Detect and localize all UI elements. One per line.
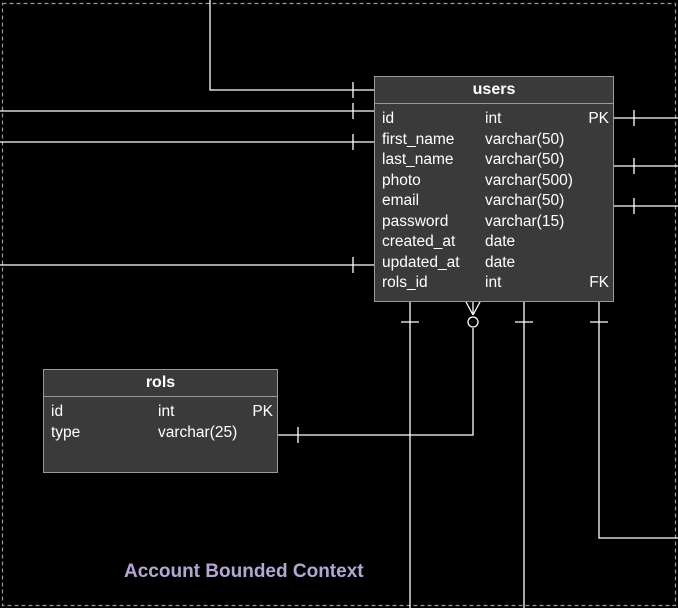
field-name: first_name bbox=[382, 130, 455, 148]
field-name: updated_at bbox=[382, 253, 460, 271]
bounded-context-label: Account Bounded Context bbox=[124, 561, 364, 582]
field-name: rols_id bbox=[382, 274, 428, 291]
users-field-row: created_at date bbox=[375, 232, 613, 253]
users-field-row: first_name varchar(50) bbox=[375, 130, 613, 151]
users-field-row: photo varchar(500) bbox=[375, 171, 613, 192]
users-field-row: password varchar(15) bbox=[375, 212, 613, 233]
field-type: int bbox=[485, 110, 502, 127]
field-type: varchar(500) bbox=[485, 171, 573, 189]
connector-users-rols bbox=[277, 328, 474, 436]
rols-table[interactable]: rols id int PK type varchar(25) bbox=[43, 369, 278, 473]
field-name: photo bbox=[382, 171, 421, 189]
field-name: id bbox=[51, 403, 64, 420]
field-type: int bbox=[485, 274, 502, 291]
rols-field-row: id int PK bbox=[44, 402, 277, 423]
crowsfoot-left-prong bbox=[464, 299, 474, 316]
crowsfoot-zero-circle bbox=[467, 316, 479, 328]
field-key: FK bbox=[589, 274, 609, 291]
field-type: date bbox=[485, 253, 516, 271]
field-name: type bbox=[51, 423, 81, 441]
rols-table-title: rols bbox=[44, 370, 277, 397]
field-key: PK bbox=[252, 403, 273, 420]
field-type: varchar(50) bbox=[485, 151, 565, 168]
field-type: int bbox=[158, 403, 175, 420]
crowsfoot-right-prong bbox=[472, 299, 482, 316]
field-name: password bbox=[382, 212, 449, 230]
field-type: varchar(50) bbox=[485, 192, 565, 209]
field-name: created_at bbox=[382, 233, 456, 250]
users-field-list: id int PK first_name varchar(50) last_na… bbox=[375, 104, 613, 294]
field-type: varchar(25) bbox=[158, 423, 238, 441]
users-table[interactable]: users id int PK first_name varchar(50) l… bbox=[374, 76, 614, 302]
rols-field-list: id int PK type varchar(25) bbox=[44, 397, 277, 443]
users-field-row: id int PK bbox=[375, 109, 613, 130]
users-table-title: users bbox=[375, 77, 613, 104]
field-name: last_name bbox=[382, 151, 454, 168]
rols-field-row: type varchar(25) bbox=[44, 423, 277, 444]
users-field-row: last_name varchar(50) bbox=[375, 150, 613, 171]
field-key: PK bbox=[588, 110, 609, 127]
field-type: varchar(50) bbox=[485, 130, 565, 148]
connector-top bbox=[209, 0, 375, 91]
field-type: varchar(15) bbox=[485, 212, 565, 230]
connector-down-3 bbox=[598, 300, 678, 539]
users-field-row: updated_at date bbox=[375, 253, 613, 274]
field-name: email bbox=[382, 192, 420, 209]
users-field-row: email varchar(50) bbox=[375, 191, 613, 212]
field-name: id bbox=[382, 110, 395, 127]
users-field-row: rols_id int FK bbox=[375, 273, 613, 294]
field-type: date bbox=[485, 233, 516, 250]
